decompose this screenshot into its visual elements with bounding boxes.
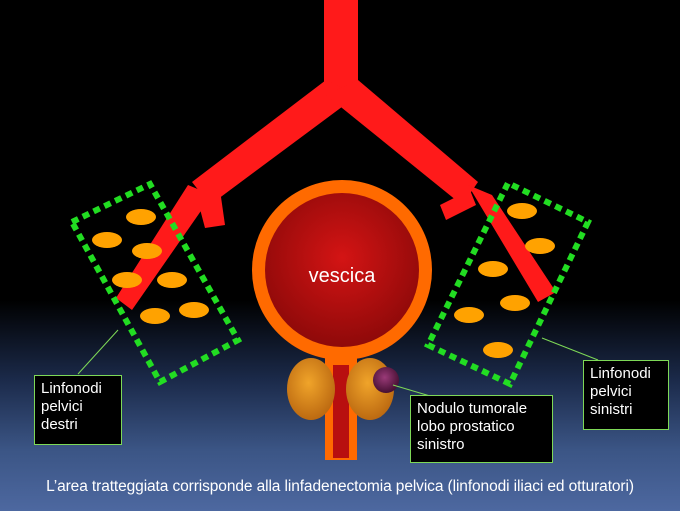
lymph-nodes-right — [92, 209, 209, 324]
label-line: lobo prostatico — [417, 418, 515, 435]
label-line: pelvici — [590, 383, 632, 400]
lymph-node — [132, 243, 162, 259]
lymph-node — [454, 307, 484, 323]
label-line: Nodulo tumorale — [417, 400, 528, 417]
right-common-iliac — [326, 80, 478, 205]
bladder-body — [265, 193, 419, 347]
bladder — [252, 180, 432, 460]
label-linfonodi-sinistri: Linfonodi pelvici sinistri — [583, 360, 669, 430]
lymph-node — [126, 209, 156, 225]
right-external-iliac — [468, 185, 556, 302]
urethra — [333, 365, 349, 458]
label-line: destri — [41, 416, 78, 433]
right-internal-iliac — [440, 190, 476, 220]
tumor-nodule — [373, 367, 399, 393]
lymph-node — [179, 302, 209, 318]
lymph-node — [507, 203, 537, 219]
iliac-vessels — [116, 0, 556, 310]
lymph-node — [478, 261, 508, 277]
left-internal-iliac — [195, 190, 225, 228]
label-nodulo-tumorale: Nodulo tumorale lobo prostatico sinistro — [410, 395, 553, 463]
label-line: pelvici — [41, 398, 83, 415]
label-line: sinistri — [590, 401, 633, 418]
dashed-area-left — [423, 178, 592, 388]
lymph-node — [525, 238, 555, 254]
lymph-node — [92, 232, 122, 248]
callout-line-nodule — [392, 384, 431, 397]
label-linfonodi-destri: Linfonodi pelvici destri — [34, 375, 122, 445]
callout-line-right-nodes — [77, 329, 119, 375]
callout-line-left-nodes — [541, 337, 599, 361]
label-line: Linfonodi — [590, 365, 651, 382]
prostate-lobe-right — [287, 358, 335, 420]
lymph-node — [483, 342, 513, 358]
lymph-node — [112, 272, 142, 288]
bladder-label: vescica — [309, 265, 377, 287]
slide-caption: L’area tratteggiata corrisponde alla lin… — [46, 478, 634, 495]
lymph-nodes-left — [454, 203, 555, 358]
dashed-area-right — [67, 180, 243, 387]
left-common-iliac — [192, 80, 358, 205]
label-line: sinistro — [417, 436, 465, 453]
aorta — [324, 0, 358, 95]
lymph-node — [140, 308, 170, 324]
lymph-node — [500, 295, 530, 311]
lymph-node — [157, 272, 187, 288]
label-line: Linfonodi — [41, 380, 102, 397]
